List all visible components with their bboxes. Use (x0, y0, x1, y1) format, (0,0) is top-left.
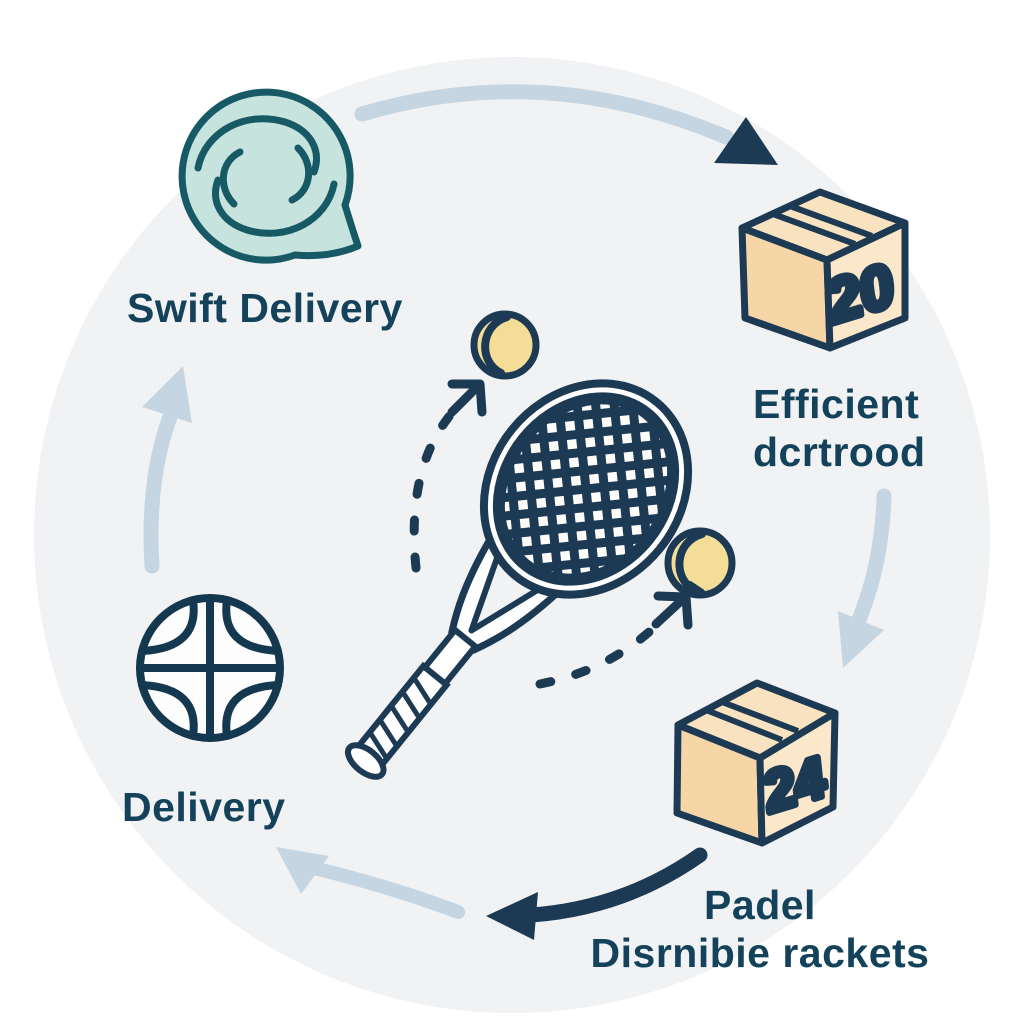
cycle-arc-top (354, 84, 778, 165)
cycle-arrowhead-top (714, 117, 778, 165)
package-box-20-icon: 20 (738, 188, 909, 352)
cycle-arc-bottom-dark (486, 847, 708, 940)
label-padel-line1: Padel (704, 882, 816, 928)
ball-right-icon (664, 527, 736, 599)
label-efficient-line1: Efficient (753, 381, 920, 427)
cycle-arc-bottom-light (276, 847, 465, 919)
grip-hatches (369, 677, 432, 759)
label-delivery: Delivery (122, 784, 286, 830)
label-swift-delivery: Swift Delivery (127, 285, 403, 331)
swirl-icon (194, 115, 338, 237)
label-padel: Padel Disrnibie rackets (560, 882, 960, 977)
cycle-arc-right (838, 488, 892, 668)
label-efficient: Efficient dcrtrood (753, 381, 926, 476)
speech-bubble-swirl-icon (178, 88, 362, 264)
cycle-arrowhead-bottom-light (276, 847, 329, 894)
cycle-arrowhead-left (142, 366, 192, 423)
label-padel-line2: Disrnibie rackets (590, 929, 930, 976)
dashed-trajectory-right (535, 591, 693, 689)
cycle-arrowhead-right (838, 611, 884, 668)
basketball-icon (136, 594, 284, 742)
cycle-arrowhead-bottom-dark (486, 892, 538, 940)
tennis-racket-icon (345, 366, 707, 780)
dashed-trajectory-left (409, 379, 487, 573)
label-efficient-line2: dcrtrood (753, 428, 926, 475)
cycle-arc-left (142, 366, 192, 574)
package-box-24-icon: 24 (673, 679, 839, 847)
ball-top-icon (470, 310, 540, 380)
